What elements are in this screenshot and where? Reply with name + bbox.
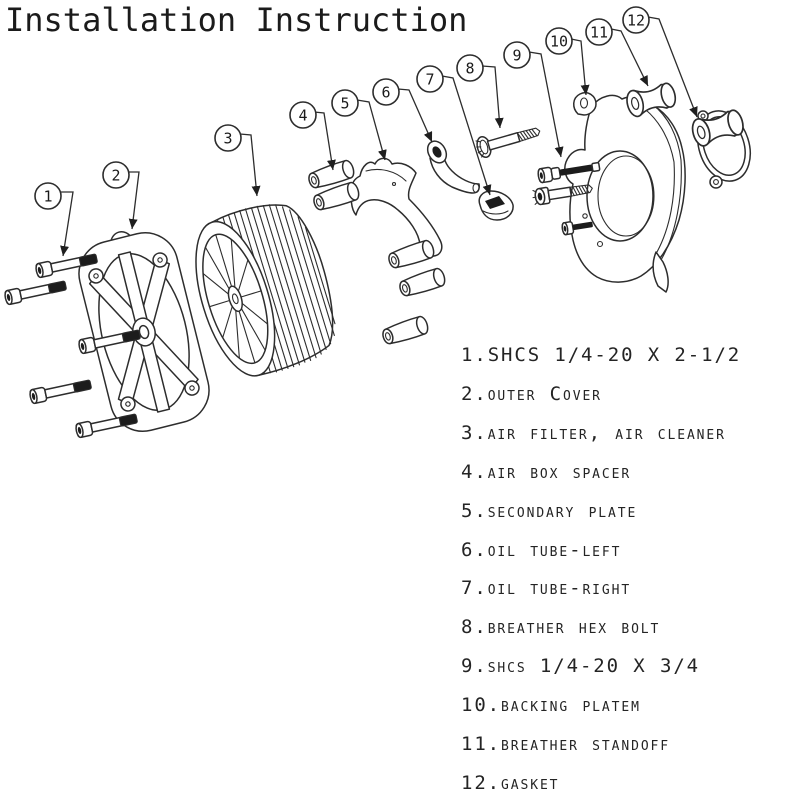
parts-list-item: 10.backing platem (461, 686, 741, 725)
callout-number-12: 12 (627, 11, 645, 29)
part-secondary-plate (350, 157, 443, 257)
parts-list-item: 4.air box spacer (461, 453, 741, 492)
callout-8: 8 (456, 54, 504, 129)
parts-list-item-number: 9. (461, 655, 488, 678)
parts-list-item-number: 1. (461, 344, 488, 367)
page-title: Installation Instruction (5, 1, 468, 39)
parts-list-item-name: gasket (501, 771, 560, 794)
callout-bubble-9 (503, 41, 531, 69)
parts-list-item: 5.secondary plate (461, 491, 741, 530)
parts-list-item: 3.air filter, air cleaner (461, 414, 741, 453)
parts-list-item: 2.outer Cover (461, 375, 741, 414)
callout-number-11: 11 (590, 23, 608, 41)
callout-12: 12 (622, 6, 698, 118)
parts-list-item-name: oil tube-left (487, 538, 622, 561)
callout-number-2: 2 (111, 166, 120, 184)
callout-number-5: 5 (340, 94, 349, 112)
parts-list-item-name: backing platem (501, 694, 641, 717)
callout-number-3: 3 (223, 129, 232, 147)
part-outer-cover (78, 231, 210, 432)
parts-list-item-number: 8. (461, 616, 488, 639)
callout-bubble-3 (214, 124, 242, 152)
callout-number-1: 1 (43, 187, 52, 205)
callout-number-8: 8 (465, 59, 474, 77)
parts-list-item-name: outer Cover (487, 383, 602, 406)
parts-list-item-number: 3. (461, 422, 488, 445)
part-air-filter (195, 204, 336, 377)
callout-5: 5 (331, 89, 387, 161)
callout-bubble-8 (456, 54, 484, 82)
callout-bubble-5 (331, 89, 359, 117)
callout-bubble-10 (545, 27, 573, 55)
callout-number-10: 10 (550, 32, 568, 50)
part-gasket (688, 106, 752, 189)
callout-bubble-6 (372, 78, 400, 106)
parts-list-item-name: air box spacer (487, 460, 632, 483)
parts-list-item-number: 5. (461, 499, 488, 522)
part-oil-tube-right (478, 190, 514, 221)
callout-bubble-2 (102, 161, 130, 189)
parts-list-item-name: oil tube-right (487, 577, 632, 600)
callout-7: 7 (416, 65, 492, 196)
part-oil-tube-left (426, 140, 480, 194)
callout-bubble-12 (622, 6, 650, 34)
parts-list-item-name: secondary plate (487, 499, 638, 522)
parts-list-item: 6.oil tube-left (461, 530, 741, 569)
callout-bubble-7 (416, 65, 444, 93)
part-backing-plate (564, 92, 686, 293)
callout-bubble-1 (34, 182, 62, 210)
parts-list-item: 1.SHCS 1/4-20 X 2-1/2 (461, 336, 741, 375)
parts-list-item-number: 11. (461, 732, 502, 755)
parts-list-item-name: SHCS 1/4-20 X 2-1/2 (487, 344, 742, 367)
callout-bubble-4 (289, 101, 317, 129)
callout-number-6: 6 (381, 83, 390, 101)
part-breather-hex-bolt (475, 127, 541, 159)
parts-list-item-name: air filter, air cleaner (487, 422, 726, 445)
callout-11: 11 (585, 18, 649, 87)
callout-1: 1 (34, 182, 74, 257)
parts-list-item: 8.breather hex bolt (461, 608, 741, 647)
callout-bubble-11 (585, 18, 613, 46)
part-shcs-short-bolts (532, 161, 601, 236)
parts-list-item-name: breather standoff (501, 732, 670, 755)
callout-2: 2 (102, 161, 140, 230)
parts-list-item-number: 2. (461, 383, 488, 406)
parts-list-item-number: 4. (461, 460, 488, 483)
parts-list-item-number: 12. (461, 771, 502, 794)
callout-number-7: 7 (425, 70, 434, 88)
parts-list-item: 12.gasket (461, 763, 741, 802)
callout-3: 3 (214, 124, 261, 197)
callout-10: 10 (545, 27, 590, 96)
parts-list-item-number: 6. (461, 538, 488, 561)
parts-list-item-number: 10. (461, 694, 502, 717)
parts-list-item-name: shcs 1/4-20 X 3/4 (487, 655, 701, 678)
callout-number-9: 9 (512, 46, 521, 64)
parts-list-item: 9.shcs 1/4-20 X 3/4 (461, 647, 741, 686)
callout-4: 4 (289, 101, 336, 171)
parts-list: 1.SHCS 1/4-20 X 2-1/2 2.outer Cover 3.ai… (461, 336, 741, 802)
callout-number-4: 4 (298, 106, 307, 124)
parts-list-item-name: breather hex bolt (487, 616, 661, 639)
parts-list-item: 7.oil tube-right (461, 569, 741, 608)
callout-6: 6 (372, 78, 433, 143)
callout-9: 9 (503, 41, 564, 158)
parts-list-item-number: 7. (461, 577, 488, 600)
parts-list-item: 11.breather standoff (461, 724, 741, 763)
